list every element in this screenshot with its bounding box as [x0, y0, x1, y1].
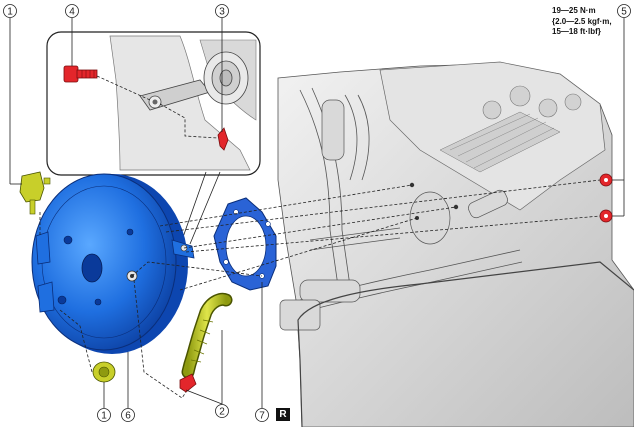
connector-bottom-icon — [92, 361, 116, 383]
svg-text:2: 2 — [219, 407, 225, 418]
svg-text:1: 1 — [101, 411, 107, 422]
nut-upper-icon — [599, 173, 613, 187]
svg-text:4: 4 — [69, 7, 75, 18]
callout-3: 3 — [215, 4, 229, 18]
vehicle-body-panel — [277, 61, 634, 427]
svg-text:6: 6 — [125, 411, 131, 422]
torque-spec: 19—25 N·m{2.0—2.5 kgf·m,15—18 ft·lbf} — [552, 6, 612, 38]
torque-line-3: 15—18 ft·lbf} — [552, 27, 601, 36]
callout-leader-lines — [9, 18, 625, 408]
inset-pointer-lines — [181, 171, 221, 245]
torque-line-1: 19—25 N·m — [552, 6, 596, 15]
torque-line-2: {2.0—2.5 kgf·m, — [552, 16, 612, 26]
callout-7: 7 — [255, 408, 269, 422]
clip-icon — [217, 127, 229, 151]
callout-1-bottom: 1 — [97, 408, 111, 422]
installation-guide-lines — [39, 179, 601, 399]
bolt-icon — [63, 65, 98, 83]
svg-text:5: 5 — [621, 7, 627, 18]
callout-1-top: 1 — [3, 4, 17, 18]
callout-5: 5 — [617, 4, 631, 18]
hose-clamp-icon — [179, 373, 197, 393]
svg-text:1: 1 — [7, 7, 13, 18]
r-badge: R — [276, 408, 290, 421]
nut-lower-icon — [599, 209, 613, 223]
svg-text:3: 3 — [219, 7, 225, 18]
svg-text:7: 7 — [259, 411, 265, 422]
vacuum-hose — [181, 292, 233, 379]
callout-2: 2 — [215, 404, 229, 418]
connector-top-icon — [19, 171, 51, 215]
callout-6: 6 — [121, 408, 135, 422]
callout-4: 4 — [65, 4, 79, 18]
brake-booster — [31, 173, 195, 354]
detail-inset — [46, 31, 261, 176]
